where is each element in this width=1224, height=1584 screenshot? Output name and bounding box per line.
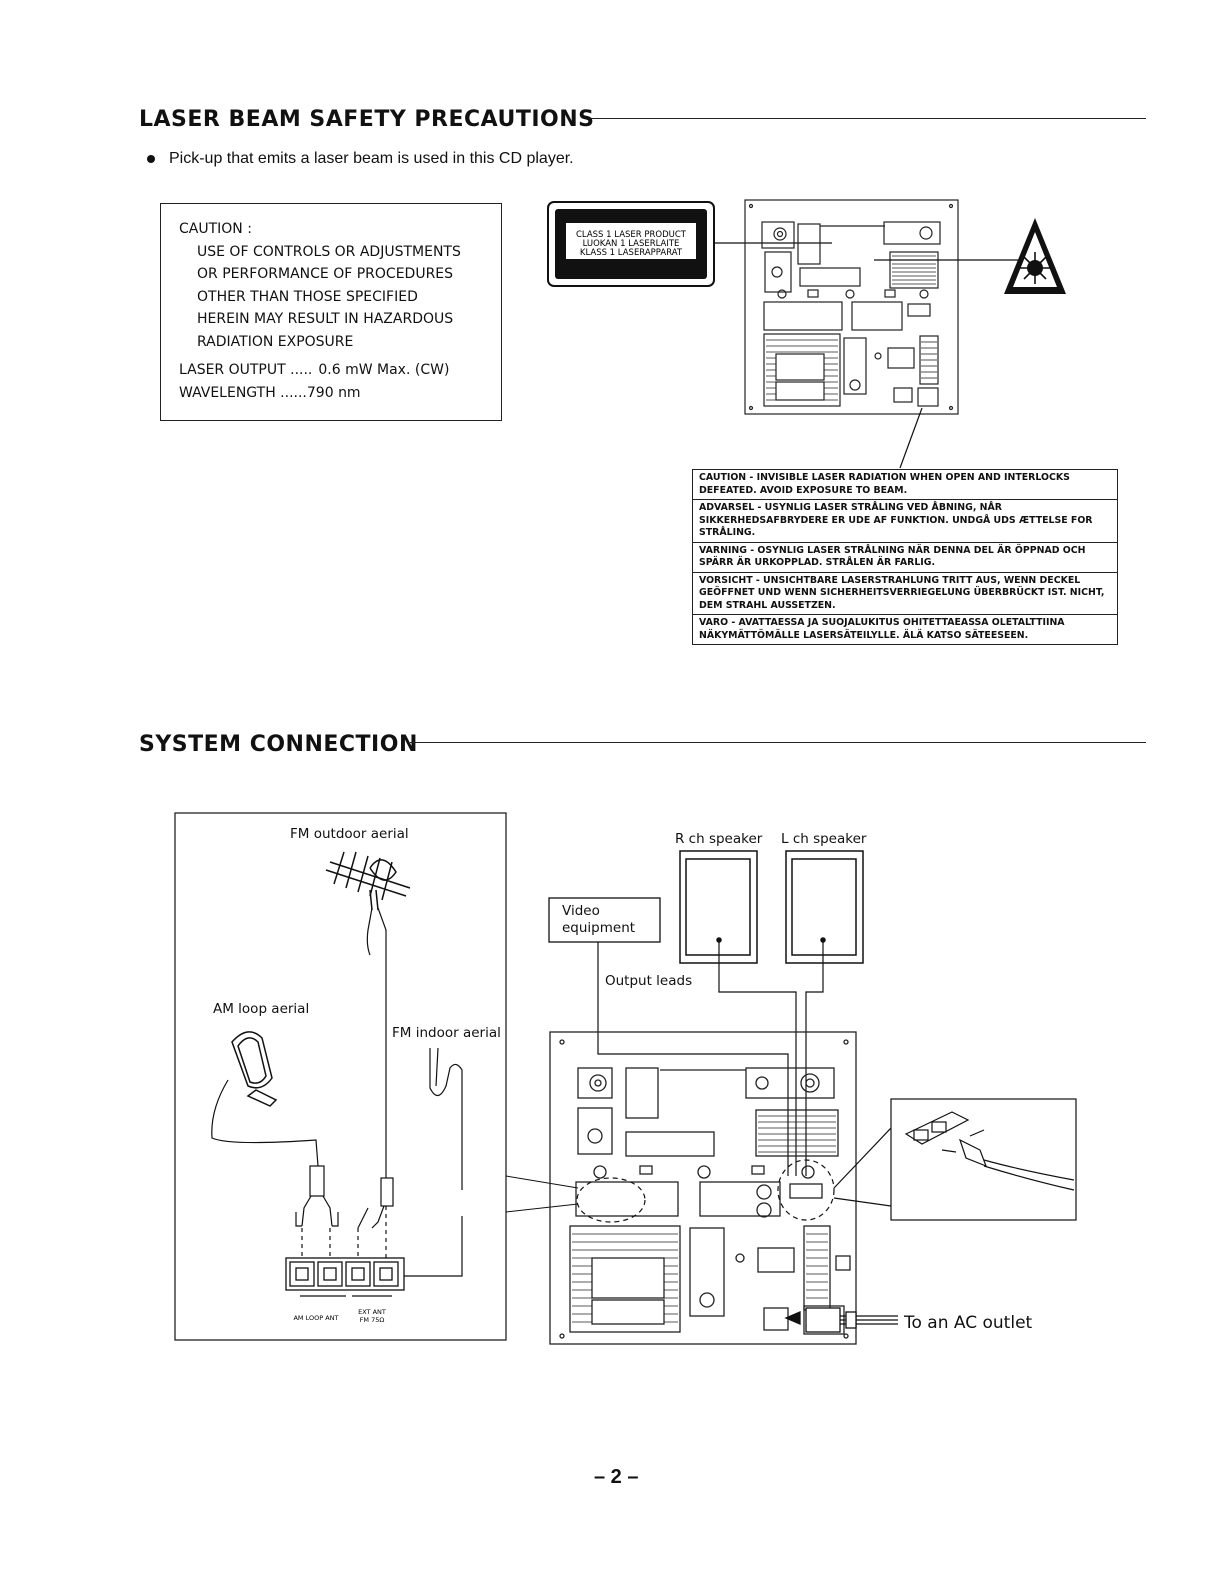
laser-hazard-icon: [1004, 218, 1066, 294]
output-leads-label: Output leads: [605, 973, 693, 989]
warning-row-en: CAUTION - INVISIBLE LASER RADIATION WHEN…: [693, 470, 1117, 500]
caution-line: HEREIN MAY RESULT IN HAZARDOUS: [197, 311, 454, 327]
caution-line: OTHER THAN THOSE SPECIFIED: [197, 288, 418, 305]
laser-bullet-text: Pick-up that emits a laser beam is used …: [169, 150, 574, 167]
equipment-line: equipment: [562, 920, 636, 936]
warning-row-fi: VARO - AVATTAESSA JA SUOJALUKITUS OHITET…: [699, 617, 1065, 641]
terminal-fm75-label: FM 75Ω: [360, 1316, 385, 1324]
aerial-panel: [174, 812, 507, 1341]
svg-text:LUOKAN 1 LASERLAITE: LUOKAN 1 LASERLAITE: [583, 239, 680, 249]
antenna-terminal-callout: [576, 1177, 646, 1223]
wavelength-label: WAVELENGTH ......: [179, 384, 307, 401]
laser-output-value: 0.6 mW Max. (CW): [318, 362, 450, 378]
svg-text:CLASS 1 LASER PRODUCT: CLASS 1 LASER PRODUCT: [576, 230, 687, 240]
system-section-title: SYSTEM CONNECTION: [139, 732, 418, 757]
video-equipment-label: Video equipment: [562, 903, 635, 937]
warning-row-sv: VARNING - OSYNLIG LASER STRÅLNING NÄR DE…: [693, 543, 1117, 573]
video-equipment-box: [548, 897, 661, 943]
laser-output-label: LASER OUTPUT .....: [179, 362, 313, 378]
caution-line: OR PERFORMANCE OF PROCEDURES: [197, 266, 454, 282]
page-number: – 2 –: [594, 1466, 639, 1488]
bullet-icon: [147, 154, 155, 163]
ac-outlet-label: To an AC outlet: [904, 1313, 1033, 1333]
warning-row-de: VORSICHT - UNSICHTBARE LASERSTRAHLUNG TR…: [693, 573, 1117, 615]
antenna-terminal-block: [285, 1257, 405, 1297]
caution-line: USE OF CONTROLS OR ADJUSTMENTS: [197, 243, 461, 260]
laser-output-spec: LASER OUTPUT ..... 0.6 mW Max. (CW): [179, 359, 483, 382]
l-speaker-icon: [785, 850, 864, 964]
video-line: Video: [562, 903, 600, 919]
speaker-terminal-callout: [777, 1159, 835, 1221]
fm-outdoor-aerial-label: FM outdoor aerial: [290, 826, 409, 842]
speaker-terminal-zoom: [833, 1098, 1077, 1221]
caution-box: CAUTION : USE OF CONTROLS OR ADJUSTMENTS…: [160, 203, 502, 421]
wavelength-value: 790 nm: [306, 384, 361, 401]
laser-title-rule: [590, 118, 1146, 119]
am-loop-aerial-icon: [231, 1031, 278, 1107]
ac-plug-icon: [784, 1307, 898, 1333]
fm-indoor-aerial-label: FM indoor aerial: [392, 1025, 501, 1041]
am-loop-aerial-label: AM loop aerial: [213, 1001, 310, 1017]
class1-label: CLASS 1 LASER PRODUCT LUOKAN 1 LASERLAIT…: [547, 201, 715, 287]
system-title-rule: [410, 742, 1146, 743]
wavelength-spec: WAVELENGTH ......790 nm: [179, 382, 483, 405]
caution-heading: CAUTION :: [179, 221, 252, 237]
main-unit-rear: [549, 1031, 857, 1345]
terminal-am-label: AM LOOP ANT: [293, 1314, 338, 1322]
l-ch-speaker-label: L ch speaker: [781, 831, 867, 847]
laser-warning-table: CAUTION - INVISIBLE LASER RADIATION WHEN…: [692, 469, 1118, 645]
svg-text:KLASS 1 LASERAPPARAT: KLASS 1 LASERAPPARAT: [580, 248, 683, 258]
caution-line: RADIATION EXPOSURE: [197, 333, 354, 350]
terminal-ext-label: EXT ANT: [358, 1308, 386, 1316]
r-ch-speaker-label: R ch speaker: [675, 831, 763, 847]
fm-outdoor-aerial-icon: [325, 851, 411, 911]
unit-rear-panel: [744, 199, 959, 415]
warning-row-da: ADVARSEL - USYNLIG LASER STRÅLING VED ÅB…: [693, 500, 1117, 543]
laser-bullet: Pick-up that emits a laser beam is used …: [147, 150, 574, 168]
fm-indoor-aerial-icon: [429, 1048, 463, 1190]
laser-section-title: LASER BEAM SAFETY PRECAUTIONS: [139, 107, 595, 132]
